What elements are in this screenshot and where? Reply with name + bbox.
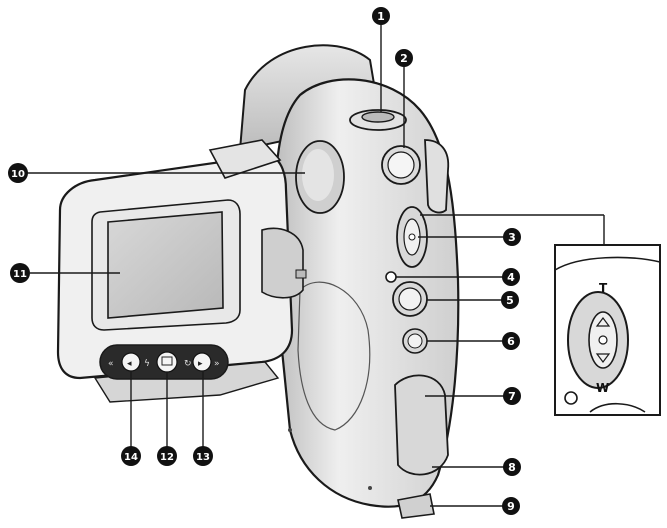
callout-11: 11 [10,263,30,283]
svg-text:ϟ: ϟ [144,359,150,369]
callout-1-label: 1 [377,10,385,23]
callout-12: 12 [157,446,177,466]
callout-1: 1 [372,7,390,25]
callout-7-label: 7 [508,390,516,403]
bottom-latch [397,493,435,519]
callout-8-label: 8 [508,461,516,474]
grip-panel [394,374,449,476]
callout-6: 6 [502,332,520,350]
callout-13-label: 13 [196,452,210,463]
callout-14-label: 14 [124,452,138,463]
callout-5: 5 [501,291,519,309]
zoom-inset: T W [554,244,661,416]
callout-4: 4 [502,268,520,286]
svg-text:▸: ▸ [198,359,203,369]
lcd-hinge [261,227,304,299]
callout-13: 13 [193,446,213,466]
svg-text:»: » [214,359,220,369]
lcd-screen [107,211,224,319]
callout-9: 9 [502,497,520,515]
callout-2-label: 2 [400,52,408,65]
callout-7: 7 [503,387,521,405]
callout-3-label: 3 [508,231,516,244]
button-right [192,352,212,372]
svg-text:«: « [108,359,114,369]
strap-lug [424,139,450,214]
callout-3: 3 [503,228,521,246]
callout-10-label: 10 [11,169,25,180]
callout-2: 2 [395,49,413,67]
callout-10: 10 [8,163,28,183]
zoom-wide-label: W [596,381,609,395]
callout-8: 8 [503,458,521,476]
callout-11-label: 11 [13,269,27,280]
callout-5-label: 5 [506,294,514,307]
zoom-tele-label: T [599,281,608,295]
leader-lines [27,24,504,507]
callout-4-label: 4 [507,271,515,284]
callout-12-label: 12 [160,452,174,463]
callout-9-label: 9 [507,500,515,513]
svg-text:↻: ↻ [184,359,192,369]
svg-text:◂: ◂ [127,359,132,369]
callout-6-label: 6 [507,335,515,348]
callout-14: 14 [121,446,141,466]
